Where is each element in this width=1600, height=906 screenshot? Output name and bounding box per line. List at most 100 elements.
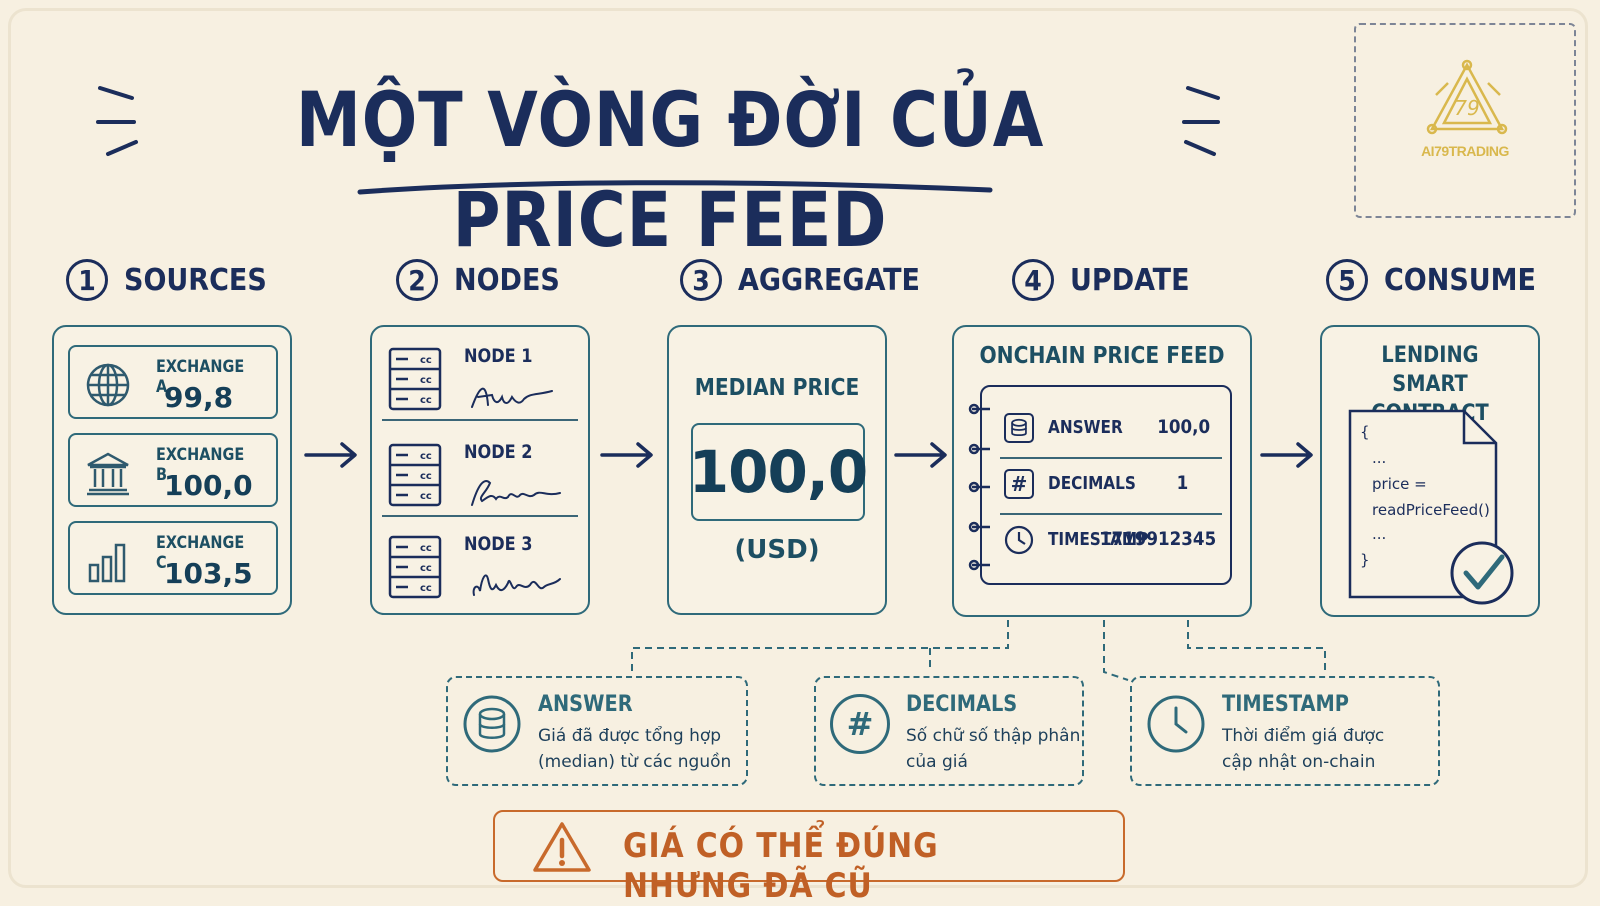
svg-text:cc: cc [420,491,432,502]
exchange-b-row: EXCHANGE B 100,0 [68,433,278,507]
step-5-label: CONSUME [1384,262,1536,298]
notebook-divider [1000,513,1222,515]
step-3-header: 3 AGGREGATE [680,255,920,305]
info-description: Số chữ số thập phân của giá [906,723,1116,775]
title-left-strokes [96,86,138,156]
info-line: của giá [906,752,968,772]
step-4-header: 4 UPDATE [1012,255,1190,305]
code-line: ... [1372,525,1387,543]
hash-icon: # [1004,469,1034,499]
answer-info-card: ANSWER Giá đã được tổng hợp (median) từ … [446,676,748,786]
consumer-title-line1: LENDING [1381,343,1479,368]
bank-icon [87,452,129,496]
step-3-number: 3 [680,259,722,301]
answer-key: ANSWER [1048,417,1123,438]
node-name: NODE 3 [464,533,533,555]
step-4-label: UPDATE [1070,262,1190,298]
notebook-rings [968,403,990,571]
node-1-row: cc cc cc NODE 1 [382,331,578,419]
hash-icon: # [830,694,890,754]
info-description: Thời điểm giá được cập nhật on-chain [1222,723,1432,775]
logo-box: 79 AI79TRADING [1354,23,1576,218]
timestamp-key: TIMESTAMP [1048,529,1149,550]
svg-text:cc: cc [420,563,432,574]
svg-text:cc: cc [420,583,432,594]
arrow-right-icon [600,442,653,468]
step-2-header: 2 NODES [396,255,560,305]
step-5-number: 5 [1326,259,1368,301]
warning-icon [533,822,591,872]
database-icon [463,695,521,753]
info-line: cập nhật on-chain [1222,752,1376,772]
code-line: readPriceFeed() [1372,501,1490,519]
median-price-value: 100,0 [689,423,868,521]
exchange-value: 103,5 [164,557,253,590]
server-icon: cc cc cc [388,535,442,599]
consume-card: LENDING SMART CONTRACT { ... price = rea… [1320,325,1540,617]
exchange-name: EXCHANGE C [156,533,245,573]
title-right-strokes [1182,86,1220,156]
update-card: ONCHAIN PRICE FEED ANSWER 100,0 # DECIMA… [952,325,1252,617]
page-frame [8,8,1588,888]
logo-text: AI79TRADING [1421,143,1509,159]
svg-text:79: 79 [1454,96,1479,120]
code-line: price = [1372,475,1427,493]
signature [471,480,561,506]
code-line: { [1360,423,1370,441]
code-line: } [1360,551,1370,569]
nodes-card: cc cc cc NODE 1 cc cc cc NODE 2 [370,325,590,615]
median-price-label: MEDIAN PRICE [694,375,860,401]
server-icon: cc cc cc [388,347,442,411]
arrow-right-icon [304,442,357,468]
step-2-number: 2 [396,259,438,301]
decimals-row: # DECIMALS 1 [1000,459,1224,511]
svg-text:cc: cc [420,375,432,386]
page-title: MỘT VÒNG ĐỜI CỦA PRICE FEED [295,75,1045,264]
database-icon [1004,413,1034,443]
clock-icon [1147,695,1205,753]
node-divider [382,419,578,421]
svg-text:cc: cc [420,395,432,406]
exchange-name: EXCHANGE B [156,445,245,485]
info-line: (median) từ các nguồn [538,752,732,772]
info-line: Thời điểm giá được [1222,726,1385,746]
sources-card: EXCHANGE A 99,8 EXCHANGE B 100,0 EXCHANG… [52,325,292,615]
exchange-value: 99,8 [164,381,234,414]
timestamp-info-card: TIMESTAMP Thời điểm giá được cập nhật on… [1130,676,1440,786]
document-icon [1348,409,1514,605]
info-title: TIMESTAMP [1222,692,1349,717]
info-description: Giá đã được tổng hợp (median) từ các ngu… [538,723,748,775]
title-underline [357,180,993,195]
svg-text:cc: cc [420,543,432,554]
signature [471,387,553,408]
step-4-number: 4 [1012,259,1054,301]
svg-text:cc: cc [420,355,432,366]
step-1-number: 1 [66,259,108,301]
timestamp-row: TIMESTAMP 1719912345 [1000,515,1224,567]
check-circle-icon [1450,541,1514,605]
info-line: Số chữ số thập phân [906,726,1081,746]
exchange-value: 100,0 [164,469,253,502]
step-1-label: SOURCES [124,262,267,298]
step-3-label: AGGREGATE [738,262,920,298]
node-divider [382,515,578,517]
logo-icon: 79 [1426,59,1508,135]
node-name: NODE 1 [464,345,533,367]
svg-text:cc: cc [420,471,432,482]
signature [472,574,561,596]
bar-chart-icon [88,543,126,583]
warning-text: GIÁ CÓ THỂ ĐÚNG NHƯNG ĐÃ CŨ [623,826,939,906]
node-3-row: cc cc cc NODE 3 [382,519,578,607]
globe-icon [86,363,130,407]
notebook-divider [1000,457,1222,459]
timestamp-value: 1719912345 [1099,528,1216,550]
aggregate-card: MEDIAN PRICE 100,0 (USD) [667,325,887,615]
decimals-value: 1 [1176,472,1188,494]
median-price-unit: (USD) [734,535,820,565]
node-name: NODE 2 [464,441,533,463]
notebook: ANSWER 100,0 # DECIMALS 1 TIMESTAMP 1719… [968,385,1232,585]
clock-icon [1004,525,1034,555]
